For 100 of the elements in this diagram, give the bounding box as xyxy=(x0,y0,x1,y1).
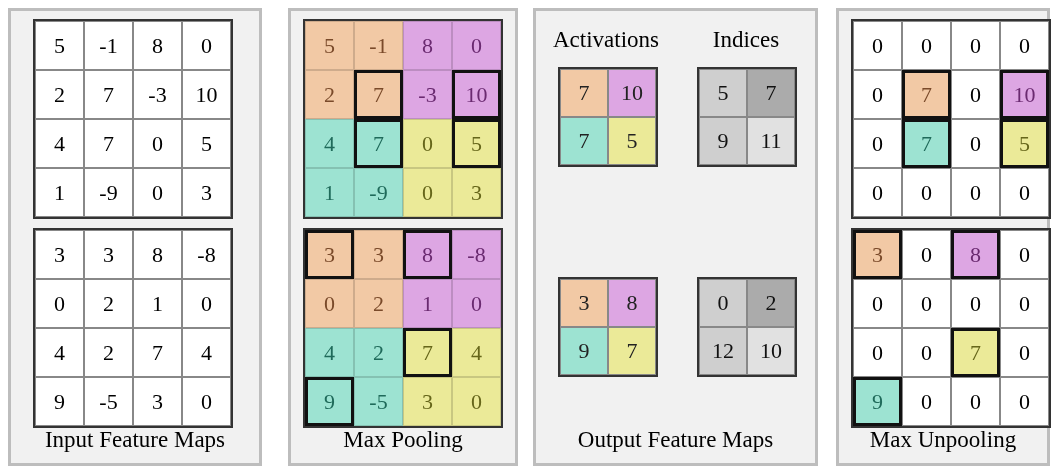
panel-caption: Max Unpooling xyxy=(868,427,1018,453)
matrix-cell: 7 xyxy=(354,70,403,119)
matrix-cell: -1 xyxy=(84,21,133,70)
matrix-cell: 4 xyxy=(35,328,84,377)
panel xyxy=(8,8,262,466)
matrix-cell: 7 xyxy=(84,119,133,168)
matrix-cell: 0 xyxy=(133,119,182,168)
matrix-cell: 12 xyxy=(699,327,747,375)
column-heading: Indices xyxy=(712,27,780,53)
matrix-cell: 3 xyxy=(403,377,452,426)
matrix-cell: 5 xyxy=(608,117,656,165)
matrix-cell: 10 xyxy=(1000,70,1049,119)
matrix-cell: 9 xyxy=(305,377,354,426)
matrix-cell: 3 xyxy=(35,230,84,279)
matrix-cell: 0 xyxy=(853,279,902,328)
matrix-cell: 0 xyxy=(902,230,951,279)
panel-caption: Output Feature Maps xyxy=(576,427,775,453)
matrix-cell: 5 xyxy=(182,119,231,168)
matrix-cell: 3 xyxy=(305,230,354,279)
matrix-cell: 2 xyxy=(35,70,84,119)
matrix-cell: 9 xyxy=(853,377,902,426)
matrix-cell: 0 xyxy=(133,168,182,217)
matrix-cell: 0 xyxy=(1000,279,1049,328)
matrix-cell: 4 xyxy=(35,119,84,168)
panel xyxy=(288,8,518,466)
matrix-cell: 0 xyxy=(902,168,951,217)
matrix-cell: 0 xyxy=(452,21,501,70)
matrix-cell: 7 xyxy=(403,328,452,377)
matrix-cell: 0 xyxy=(699,279,747,327)
matrix-cell: 0 xyxy=(1000,21,1049,70)
matrix-cell: 7 xyxy=(608,327,656,375)
matrix-cell: 0 xyxy=(853,21,902,70)
matrix-cell: 3 xyxy=(133,377,182,426)
matrix-cell: 0 xyxy=(1000,168,1049,217)
matrix-cell: 2 xyxy=(747,279,795,327)
matrix-cell: 7 xyxy=(902,119,951,168)
matrix-cell: 4 xyxy=(452,328,501,377)
matrix-cell: -3 xyxy=(403,70,452,119)
matrix-cell: 10 xyxy=(747,327,795,375)
matrix-cell: 0 xyxy=(951,168,1000,217)
matrix-cell: 0 xyxy=(452,377,501,426)
matrix-cell: 0 xyxy=(305,279,354,328)
matrix-cell: 4 xyxy=(305,119,354,168)
matrix-cell: 0 xyxy=(35,279,84,328)
matrix-cell: 10 xyxy=(452,70,501,119)
matrix-cell: 7 xyxy=(747,69,795,117)
matrix-cell: 8 xyxy=(951,230,1000,279)
matrix-cell: 0 xyxy=(951,279,1000,328)
matrix-cell: -9 xyxy=(354,168,403,217)
matrix-cell: 0 xyxy=(853,70,902,119)
matrix-cell: 4 xyxy=(305,328,354,377)
matrix-cell: 0 xyxy=(902,377,951,426)
matrix-cell: 3 xyxy=(354,230,403,279)
matrix-cell: 5 xyxy=(305,21,354,70)
matrix-cell: 9 xyxy=(699,117,747,165)
matrix-cell: -5 xyxy=(84,377,133,426)
matrix-cell: 7 xyxy=(560,69,608,117)
matrix-cell: 2 xyxy=(84,279,133,328)
matrix-cell: 9 xyxy=(560,327,608,375)
matrix-cell: 0 xyxy=(902,279,951,328)
matrix-cell: 0 xyxy=(1000,377,1049,426)
matrix-cell: 1 xyxy=(35,168,84,217)
matrix-cell: 5 xyxy=(35,21,84,70)
matrix-cell: 0 xyxy=(853,168,902,217)
panel-caption: Max Pooling xyxy=(342,427,464,453)
matrix-cell: 2 xyxy=(84,328,133,377)
matrix-cell: 5 xyxy=(452,119,501,168)
matrix-cell: 11 xyxy=(747,117,795,165)
matrix-cell: 0 xyxy=(951,377,1000,426)
matrix-cell: 1 xyxy=(133,279,182,328)
column-heading: Activations xyxy=(553,27,659,53)
matrix-cell: 8 xyxy=(133,230,182,279)
panel xyxy=(836,8,1050,466)
matrix-cell: 8 xyxy=(403,21,452,70)
matrix-cell: 2 xyxy=(305,70,354,119)
panel xyxy=(533,8,818,466)
matrix-cell: 7 xyxy=(560,117,608,165)
matrix-cell: 3 xyxy=(84,230,133,279)
matrix-cell: 5 xyxy=(1000,119,1049,168)
matrix-cell: 0 xyxy=(1000,328,1049,377)
matrix-cell: 3 xyxy=(182,168,231,217)
matrix-cell: 0 xyxy=(1000,230,1049,279)
matrix-cell: 8 xyxy=(133,21,182,70)
matrix-cell: 0 xyxy=(403,168,452,217)
matrix-cell: 2 xyxy=(354,279,403,328)
matrix-cell: 0 xyxy=(182,21,231,70)
matrix-cell: 3 xyxy=(560,279,608,327)
matrix-cell: 0 xyxy=(951,70,1000,119)
matrix-cell: -9 xyxy=(84,168,133,217)
matrix-cell: 1 xyxy=(403,279,452,328)
matrix-cell: 0 xyxy=(853,119,902,168)
matrix-cell: 0 xyxy=(951,21,1000,70)
matrix-cell: -5 xyxy=(354,377,403,426)
matrix-cell: 0 xyxy=(182,279,231,328)
matrix-cell: 0 xyxy=(902,328,951,377)
matrix-cell: 5 xyxy=(699,69,747,117)
matrix-cell: 0 xyxy=(951,119,1000,168)
matrix-cell: 0 xyxy=(452,279,501,328)
matrix-cell: 3 xyxy=(853,230,902,279)
matrix-cell: -1 xyxy=(354,21,403,70)
